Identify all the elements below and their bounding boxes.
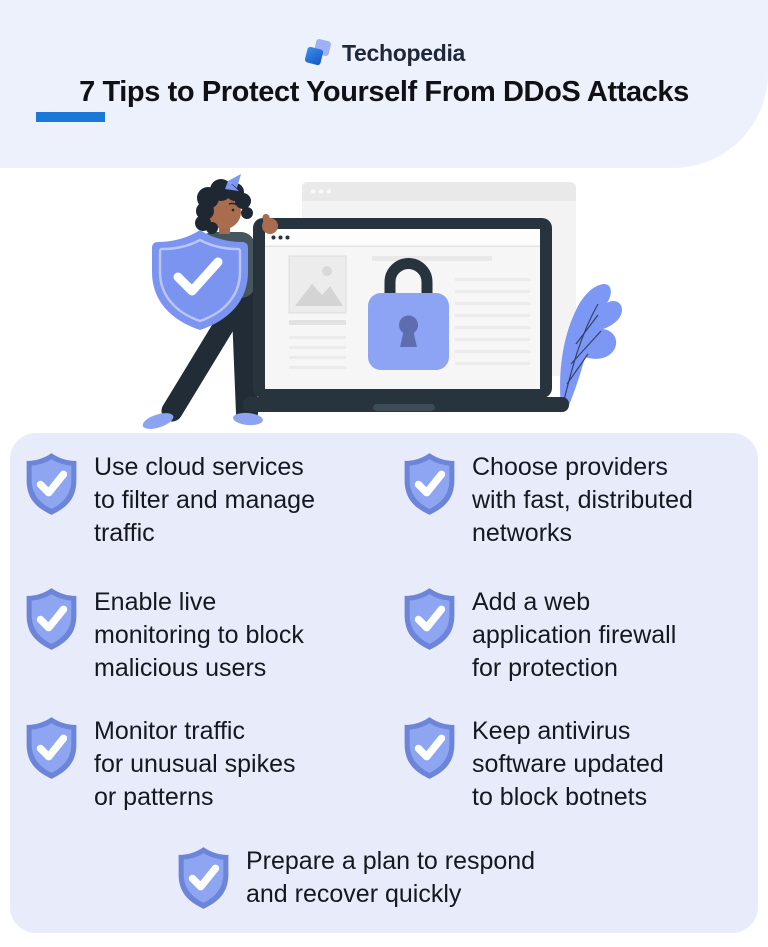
tip-text: Use cloud services to filter and manage … — [94, 453, 315, 547]
tip-text: Enable live monitoring to block maliciou… — [94, 588, 304, 682]
tip-item-6: Keep antivirus software updated to block… — [400, 714, 664, 814]
tip-item-3: Enable live monitoring to block maliciou… — [22, 585, 304, 685]
tips-card: Use cloud services to filter and manage … — [10, 433, 758, 933]
tip-text: Monitor traffic for unusual spikes or pa… — [94, 717, 296, 811]
tip-text: Keep antivirus software updated to block… — [472, 717, 664, 811]
page-title: 7 Tips to Protect Yourself From DDoS Att… — [79, 76, 689, 108]
shield-check-icon — [400, 714, 459, 781]
tip-item-1: Use cloud services to filter and manage … — [22, 450, 315, 550]
header-section: Techopedia 7 Tips to Protect Yourself Fr… — [0, 0, 768, 168]
tip-text: Choose providers with fast, distributed … — [472, 453, 693, 547]
techopedia-logo-text: Techopedia — [341, 39, 466, 66]
shield-check-icon — [22, 585, 81, 652]
techopedia-logo-icon — [304, 39, 331, 66]
plant-illustration — [560, 284, 622, 408]
tip-item-2: Choose providers with fast, distributed … — [400, 450, 693, 550]
image-placeholder — [288, 255, 347, 314]
tip-text: Prepare a plan to respond and recover qu… — [246, 847, 536, 908]
tip-item-4: Add a web application firewall for prote… — [400, 585, 676, 685]
laptop-illustration — [243, 218, 569, 412]
shield-check-icon — [22, 450, 81, 517]
tip-item-7: Prepare a plan to respond and recover qu… — [174, 844, 535, 911]
hair — [195, 179, 253, 234]
tip-text: Add a web application firewall for prote… — [472, 588, 677, 682]
shield-check-icon — [400, 585, 459, 652]
shield-check-icon — [174, 844, 233, 911]
ddos-illustration — [142, 174, 622, 429]
hand — [262, 213, 278, 234]
bow-icon — [225, 174, 241, 191]
title-underline — [36, 112, 105, 122]
tip-item-5: Monitor traffic for unusual spikes or pa… — [22, 714, 296, 814]
shield-check-icon — [22, 714, 81, 781]
lock-icon — [368, 258, 449, 370]
shield-check-icon — [400, 450, 459, 517]
shield-illustration — [152, 230, 248, 330]
techopedia-logo: Techopedia — [0, 38, 768, 68]
